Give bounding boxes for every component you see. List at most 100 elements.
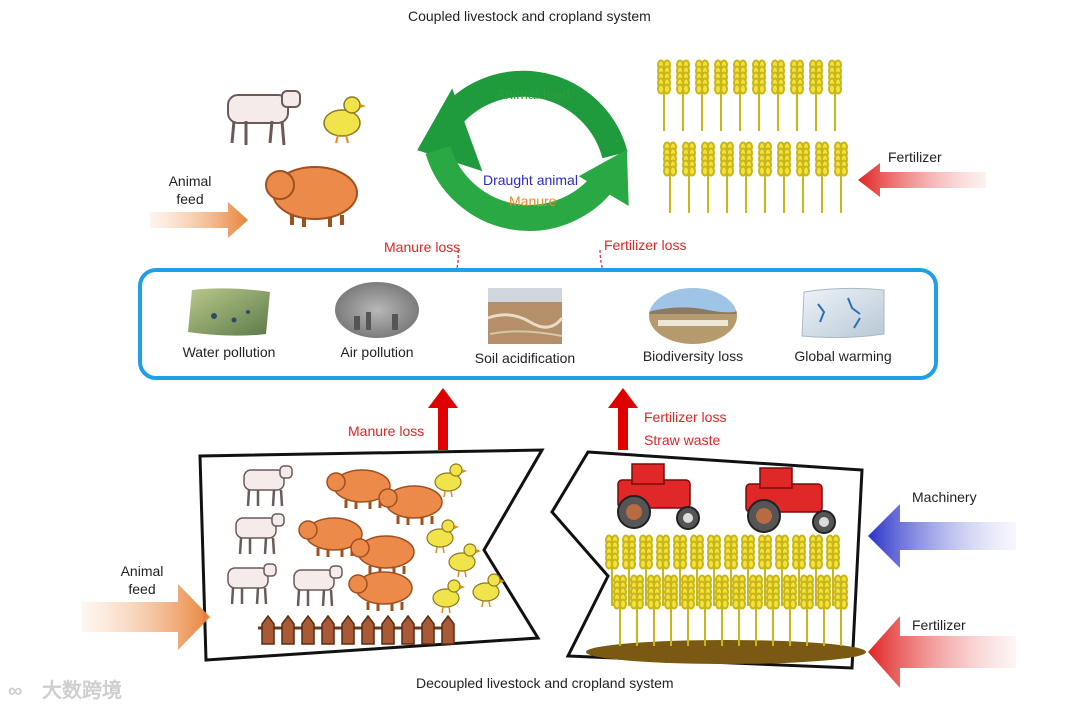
wheat-stalk-icon (828, 59, 842, 131)
wheat-stalk-icon (826, 534, 840, 606)
chick-icon (448, 543, 481, 578)
impact-air-pollution: Air pollution (302, 282, 452, 360)
decoupled-fertilizer-loss-arrow (608, 388, 638, 450)
chick-icon (434, 463, 467, 498)
wheat-stalk-icon (733, 59, 747, 131)
wheat-stalk-icon (720, 141, 734, 213)
cow-icon (227, 90, 301, 146)
wheat-stalk-icon (656, 534, 670, 606)
machinery-label: Machinery (912, 489, 977, 505)
coupled-livestock-group (227, 90, 366, 227)
wheat-stalk-icon (790, 59, 804, 131)
pig-icon (326, 469, 391, 509)
fence-post (361, 614, 375, 645)
watermark-text: 大数跨境 (42, 680, 122, 702)
impact-label: Soil acidification (474, 350, 576, 366)
wheat-stalk-icon (732, 574, 746, 646)
soil-strip (586, 640, 866, 664)
pig-icon (348, 571, 413, 611)
wheat-stalk-icon (682, 141, 696, 213)
chick-icon (323, 96, 366, 144)
tractor-icon (745, 467, 836, 534)
wheat-stalk-icon (775, 534, 789, 606)
soil-acidification-photo-icon (487, 288, 564, 344)
fence-post (301, 614, 315, 645)
fence-post (261, 614, 275, 645)
wheat-stalk-icon (758, 141, 772, 213)
impact-label: Air pollution (340, 344, 414, 360)
wheat-stalk-icon (663, 141, 677, 213)
wheat-stalk-icon (701, 141, 715, 213)
impact-biodiversity-loss: Biodiversity loss (618, 286, 768, 364)
cow-icon (227, 563, 277, 605)
decoupled-cropland-panel (550, 450, 866, 670)
wheat-stalk-icon (815, 141, 829, 213)
wheat-stalk-icon (783, 574, 797, 646)
wheat-stalk-icon (800, 574, 814, 646)
wheat-stalk-icon (673, 534, 687, 606)
pig-icon (378, 485, 443, 525)
wheat-stalk-icon (647, 574, 661, 646)
fence-post (401, 614, 415, 645)
tractor-icon (617, 463, 700, 530)
impact-global-warming: Global warming (768, 284, 918, 364)
impact-label: Water pollution (182, 344, 276, 360)
fence-post (281, 614, 295, 645)
wheat-stalk-icon (695, 59, 709, 131)
pig-icon (350, 535, 415, 575)
fence-post (421, 614, 435, 645)
top-title: Coupled livestock and cropland system (408, 8, 651, 24)
watermark: ∞ 大数跨境 (8, 674, 122, 703)
wheat-stalk-icon (809, 59, 823, 131)
wheat-stalk-icon (809, 534, 823, 606)
chick-icon (432, 579, 465, 614)
impact-label: Biodiversity loss (642, 348, 744, 364)
global-warming-photo-icon (801, 287, 885, 339)
wheat-stalk-icon (766, 574, 780, 646)
environmental-impacts-box: Water pollution Air pollution Soil acidi… (138, 268, 938, 380)
fence-post (321, 614, 335, 645)
fence-post (441, 614, 455, 645)
coupled-fertilizer-label: Fertilizer (888, 149, 942, 165)
wheat-stalk-icon (792, 534, 806, 606)
fence-post (341, 614, 355, 645)
wheat-stalk-icon (715, 574, 729, 646)
fence-icon (258, 614, 455, 645)
coupled-fertilizer-loss-label: Fertilizer loss (604, 237, 687, 253)
decoupled-straw-waste-label: Straw waste (644, 432, 721, 448)
wheat-stalk-icon (739, 141, 753, 213)
machinery-arrow (868, 504, 1016, 568)
wheat-stalk-icon (613, 574, 627, 646)
impact-label: Global warming (794, 348, 892, 364)
decoupled-manure-loss-label: Manure loss (348, 423, 425, 439)
cycle-label-manure: Manure (509, 193, 557, 209)
cow-icon (235, 513, 285, 555)
watermark-logo-icon: ∞ (8, 680, 23, 702)
wheat-stalk-icon (758, 534, 772, 606)
wheat-stalk-icon (817, 574, 831, 646)
wheat-stalk-icon (771, 59, 785, 131)
wheat-stalk-icon (777, 141, 791, 213)
wheat-stalk-icon (698, 574, 712, 646)
wheat-stalk-icon (639, 534, 653, 606)
wheat-stalk-icon (707, 534, 721, 606)
impact-soil-acidification: Soil acidification (450, 288, 600, 366)
cow-icon (243, 465, 293, 507)
coupled-manure-loss-label: Manure loss (384, 239, 461, 255)
nutrient-cycle-diagram (417, 70, 629, 231)
wheat-stalk-icon (676, 59, 690, 131)
wheat-stalk-icon (796, 141, 810, 213)
wheat-stalk-icon (605, 534, 619, 606)
air-pollution-photo-icon (335, 282, 419, 338)
decoupled-animal-feed-label: Animal feed (120, 563, 164, 597)
wheat-stalk-icon (630, 574, 644, 646)
wheat-stalk-icon (834, 141, 848, 213)
wheat-stalk-icon (664, 574, 678, 646)
pig-icon (298, 517, 363, 557)
fence-post (381, 614, 395, 645)
wheat-stalk-icon (657, 59, 671, 131)
pig-icon (265, 166, 358, 227)
wheat-stalk-icon (724, 534, 738, 606)
cow-icon (293, 565, 343, 607)
wheat-stalk-icon (752, 59, 766, 131)
